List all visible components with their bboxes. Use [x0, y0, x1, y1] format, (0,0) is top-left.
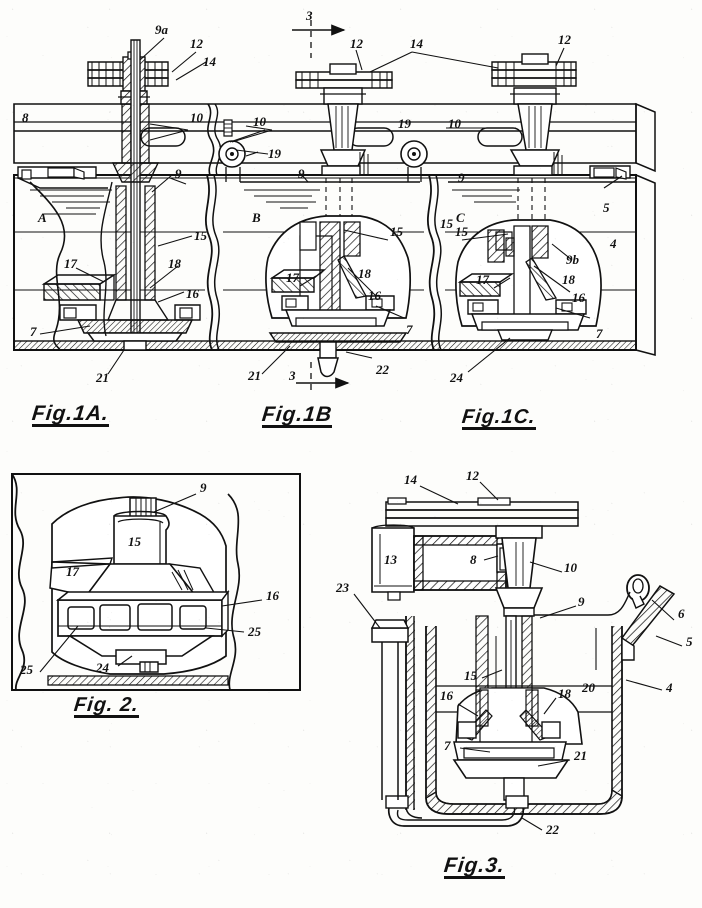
- callout-4a: 4: [609, 236, 617, 251]
- callout-14a: 14: [203, 54, 217, 69]
- section-mark-3-bot: 3: [288, 368, 296, 383]
- callout-18-fig3: 18: [558, 686, 572, 701]
- callout-19b: 19: [398, 116, 412, 131]
- callout-16-fig2: 16: [266, 588, 280, 603]
- callout-12c: 12: [558, 32, 572, 47]
- callout-15a: 15: [194, 228, 208, 243]
- callout-24-fig2: 24: [95, 660, 110, 675]
- callout-25b-fig2: 25: [19, 662, 34, 677]
- callout-10-fig3: 10: [564, 560, 578, 575]
- callout-17b: 17: [286, 270, 300, 285]
- callout-17c: 17: [476, 272, 490, 287]
- callout-24a: 24: [449, 370, 464, 385]
- callout-15-fig2: 15: [128, 534, 142, 549]
- callout-14b: 14: [410, 36, 424, 51]
- callout-9-fig3: 9: [578, 594, 585, 609]
- figure-caption-fig3: Fig.3.: [442, 854, 507, 879]
- callout-12b: 12: [350, 36, 364, 51]
- section-letter-b: B: [251, 210, 261, 225]
- callout-19a: 19: [268, 146, 282, 161]
- callout-7b: 7: [406, 322, 413, 337]
- callout-14-fig3: 14: [404, 472, 418, 487]
- callout-18c: 18: [562, 272, 576, 287]
- section-mark-3-top: 3: [305, 8, 313, 23]
- callout-7-fig3: 7: [444, 738, 451, 753]
- callout-16a: 16: [186, 286, 200, 301]
- callout-20-fig3: 20: [581, 680, 596, 695]
- callout-8: 8: [22, 110, 29, 125]
- callout-10a: 10: [190, 110, 204, 125]
- callout-4-fig3: 4: [665, 680, 673, 695]
- callout-5a: 5: [603, 200, 610, 215]
- callout-12a: 12: [190, 36, 204, 51]
- callout-9l: 9: [175, 166, 182, 181]
- figure-group-fig1: 9a 12 14 8 10 10 19 9 15 18 16 17 7 21 A…: [13, 8, 656, 392]
- callout-16c: 16: [572, 290, 586, 305]
- callout-9m: 9: [298, 166, 305, 181]
- callout-9r: 9: [458, 170, 465, 185]
- callout-7c: 7: [596, 326, 603, 341]
- callout-7a: 7: [30, 324, 37, 339]
- callout-15-fig3: 15: [464, 668, 478, 683]
- callout-16-fig3: 16: [440, 688, 454, 703]
- figure-caption-fig1c: Fig.1C.: [460, 406, 537, 430]
- figure-caption-fig1a: Fig.1A.: [30, 402, 111, 427]
- callout-10c: 10: [448, 116, 462, 131]
- callout-18b: 18: [358, 266, 372, 281]
- callout-15d: 15: [455, 224, 469, 239]
- figure-caption-fig2: Fig. 2.: [72, 694, 141, 718]
- callout-12-fig3: 12: [466, 468, 480, 483]
- section-letter-a: A: [37, 210, 47, 225]
- callout-5-fig3: 5: [686, 634, 693, 649]
- section-letter-c: C: [456, 210, 465, 225]
- callout-6-fig3: 6: [678, 606, 685, 621]
- callout-21-fig3: 21: [573, 748, 587, 763]
- callout-25a-fig2: 25: [247, 624, 262, 639]
- callout-21a: 21: [95, 370, 109, 385]
- callout-17-fig2: 17: [66, 564, 80, 579]
- callout-labels-fig2: 9 15 17 16 25 25 24: [19, 480, 280, 677]
- callout-17a: 17: [64, 256, 78, 271]
- callout-15b: 15: [390, 224, 404, 239]
- callout-18a: 18: [168, 256, 182, 271]
- figure-caption-fig1b: Fig.1B: [260, 403, 334, 428]
- callout-labels-fig1: 9a 12 14 8 10 10 19 9 15 18 16 17 7 21 A…: [22, 8, 617, 385]
- callout-8-fig3: 8: [470, 552, 477, 567]
- callout-labels-fig3: 14 12 13 8 10 23 9 6 5 15 20 4 16 18 7 2…: [335, 468, 693, 837]
- callout-10b: 10: [253, 114, 267, 129]
- callout-13-fig3: 13: [384, 552, 398, 567]
- callout-9b: 9b: [566, 252, 580, 267]
- figure-fig2: 9 15 17 16 25 25 24: [11, 473, 301, 691]
- callout-23-fig3: 23: [335, 580, 350, 595]
- callout-9-fig2: 9: [200, 480, 207, 495]
- callout-15c: 15: [440, 216, 454, 231]
- callout-22a: 22: [375, 362, 390, 377]
- callout-22-fig3: 22: [545, 822, 560, 837]
- callout-16b: 16: [368, 288, 382, 303]
- callout-9a: 9a: [155, 22, 169, 37]
- figure-fig3: 14 12 13 8 10 23 9 6 5 15 20 4 16 18 7 2…: [335, 468, 693, 837]
- callout-21b: 21: [247, 368, 261, 383]
